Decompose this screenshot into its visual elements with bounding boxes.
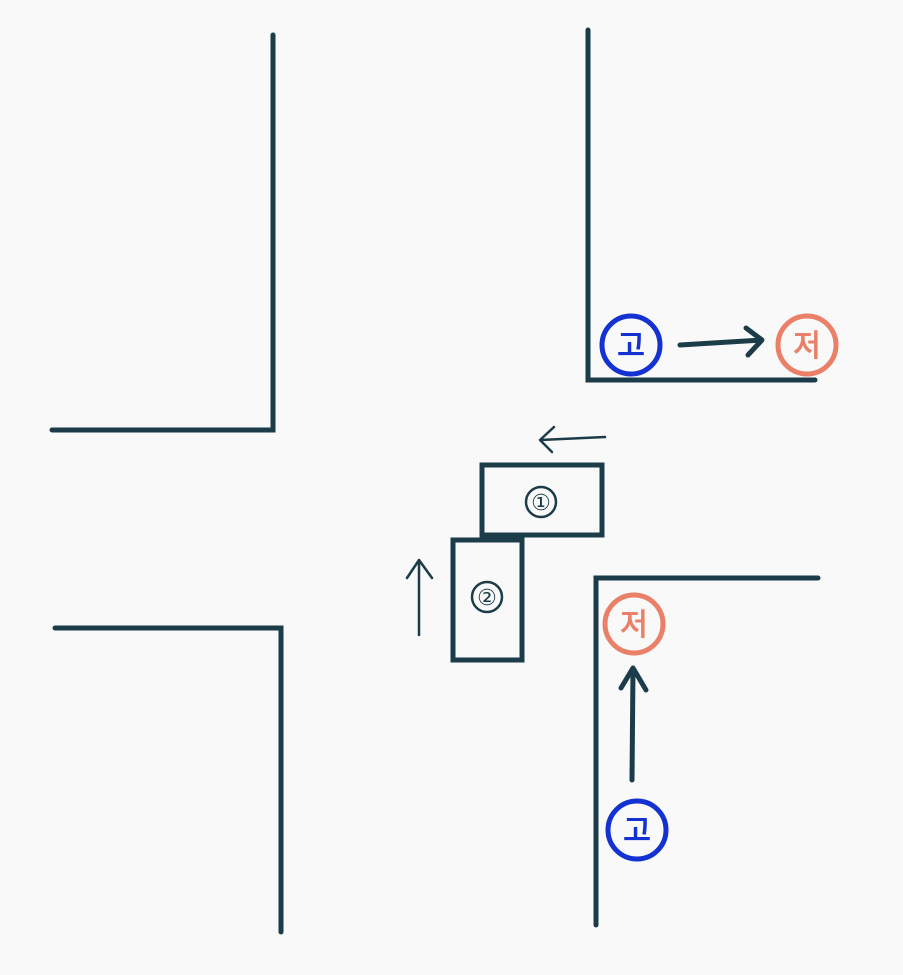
road-edge-bottom-left [52, 625, 284, 935]
vehicle-2-label: ② [477, 586, 497, 611]
signal-change-top: 고 저 [599, 313, 839, 377]
badge-low-circle [775, 313, 839, 377]
road-edge-bottom-right [593, 575, 821, 928]
badge-low-text: 저 [620, 608, 648, 643]
vehicle-1-label: ① [531, 491, 551, 516]
badge-go-text: 고 [617, 329, 645, 364]
vehicle-1-number-circle [524, 485, 558, 519]
vehicle-2-number-circle [470, 580, 504, 614]
badge-go-circle [605, 798, 669, 862]
badge-low-text: 저 [793, 329, 821, 364]
badge-low-circle [602, 592, 666, 656]
road-edge-top-right [585, 27, 818, 383]
signal-change-bottom: 저 고 [602, 592, 669, 862]
badge-go-text: 고 [623, 814, 651, 849]
arrow-up-icon [405, 558, 434, 637]
arrow-up-icon [618, 665, 649, 783]
road-edges [49, 27, 821, 935]
arrow-right-icon [677, 325, 765, 358]
vehicle-1-body [479, 462, 605, 538]
arrow-left-icon [538, 425, 607, 454]
badge-go-circle [599, 313, 663, 377]
vehicle-2: ② [405, 537, 525, 663]
vehicle-2-body [450, 537, 525, 663]
road-edge-top-left [49, 32, 276, 433]
vehicle-1: ① [479, 425, 607, 538]
